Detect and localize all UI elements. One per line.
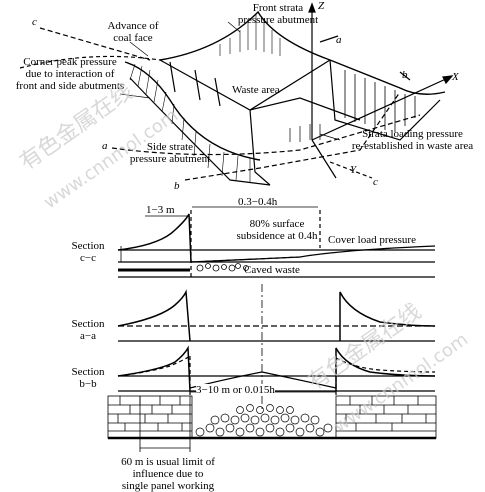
cc-recovery-curve	[190, 245, 436, 263]
label-section-bb: Section b−b	[71, 366, 105, 390]
panel-edge-side	[249, 97, 361, 121]
label-cover-load: Cover load pressure	[328, 234, 416, 246]
axis-y-label: Y	[350, 164, 357, 176]
section-a-line-left	[19, 55, 161, 69]
x-axis-arrow	[442, 75, 454, 85]
strata-rubble	[195, 404, 333, 437]
side-block-face	[249, 109, 271, 186]
cc-caved-waste	[196, 263, 249, 272]
dim-1-3m: 1−3 m	[146, 204, 175, 216]
label-corner-peak: Corner peak pressure due to interaction …	[15, 56, 125, 92]
side-abutment-crest	[124, 61, 261, 161]
y-axis	[311, 139, 337, 179]
cc-pressure-curve	[117, 211, 192, 263]
z-axis-arrow	[308, 2, 316, 13]
right-abutment-profile	[329, 59, 446, 95]
section-marker-b-top: b	[402, 69, 408, 81]
section-b-line	[184, 91, 401, 181]
dim-3-10m: 3−10 m or 0.015h	[196, 384, 275, 396]
label-advance-coal-face: Advance of coal face	[107, 20, 159, 44]
section-b-marker-top	[399, 71, 411, 81]
bb-right-dashed	[335, 357, 436, 373]
axis-x-label: X	[452, 71, 459, 83]
section-a-marker-top	[319, 35, 339, 43]
section-marker-b-bottom: b	[174, 180, 180, 192]
aa-right-peak	[339, 291, 436, 341]
axis-z-label: Z	[318, 0, 325, 12]
section-marker-a-top: a	[336, 34, 342, 46]
label-caved-waste: Caved waste	[244, 264, 300, 276]
bb-left-dashed	[117, 355, 191, 377]
label-section-cc: Section c−c	[71, 240, 105, 264]
bb-waste-curve	[189, 371, 337, 389]
strata-block-left	[107, 395, 193, 439]
label-subsidence: 80% surface subsidence at 0.4h	[236, 218, 318, 242]
section-c-line-top	[39, 27, 151, 61]
x-axis	[311, 77, 449, 141]
bb-right-peak	[335, 347, 436, 391]
waste-area-arrows	[289, 124, 321, 142]
section-marker-a-left: a	[102, 140, 108, 152]
label-limit-note: 60 m is usual limit of influence due to …	[121, 456, 215, 492]
dim-0304h: 0.3−0.4h	[238, 196, 278, 208]
side-abutment-base	[129, 77, 271, 186]
label-side-abutment: Side strate pressure abutment	[129, 141, 211, 165]
label-section-aa: Section a−a	[71, 318, 105, 342]
section-marker-c-top: c	[32, 16, 37, 28]
label-strata-loading: Strata loading pressure re-established i…	[351, 128, 474, 152]
label-waste-area: Waste area	[232, 84, 280, 96]
label-front-abutment: Front strata pressure abutment	[237, 2, 319, 26]
front-abutment-hatching	[219, 14, 281, 56]
corner-peak-hatching	[129, 63, 251, 182]
section-c-line-bottom	[329, 161, 373, 179]
section-marker-c-bottom: c	[373, 176, 378, 188]
front-abutment-surface	[159, 10, 331, 61]
section-a-line	[111, 114, 421, 156]
aa-left-peak	[117, 289, 191, 342]
right-abutment-arrows	[344, 70, 416, 132]
